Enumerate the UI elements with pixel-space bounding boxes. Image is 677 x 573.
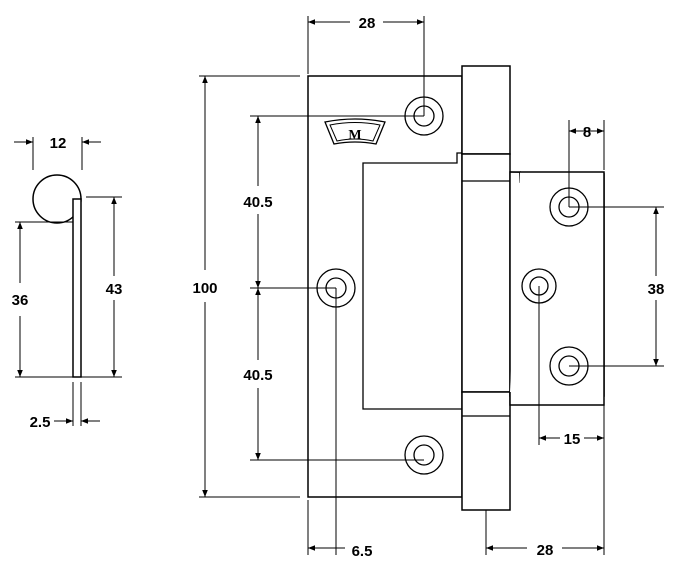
- dim-side-width: 12: [50, 135, 67, 152]
- dim-overall-height: 100: [192, 280, 217, 297]
- side-leaf: [72, 198, 82, 378]
- dim-edge-hole-offset: 6.5: [352, 543, 373, 560]
- dim-top-hole-offset: 28: [359, 15, 376, 32]
- logo-letter: M: [348, 128, 361, 143]
- leaf-cutout: [362, 152, 462, 410]
- dim-side-pin-height: 36: [12, 292, 29, 309]
- dim-side-thickness: 2.5: [30, 414, 51, 431]
- dim-lower-spacing: 40.5: [243, 367, 272, 384]
- dim-side-total-height: 43: [106, 281, 123, 298]
- dim-right-hole-offset: 8: [583, 124, 591, 141]
- dim-bottom-leaf-width: 28: [537, 542, 554, 559]
- dim-right-hole-spacing: 38: [648, 281, 665, 298]
- front-dimensions: 100 40.5 40.5 28 6.5 28 8 38 15: [192, 15, 664, 560]
- dim-upper-spacing: 40.5: [243, 194, 272, 211]
- front-view: M: [307, 65, 605, 511]
- knuckle-middle: [461, 153, 511, 393]
- knuckle-bottom: [461, 391, 511, 511]
- knuckle-top: [461, 65, 511, 155]
- left-leaf: [307, 75, 463, 498]
- side-view: 12 36 43 2.5: [12, 135, 123, 431]
- logo-badge: M: [324, 118, 386, 145]
- screw-hole-bottom: [404, 435, 444, 475]
- dim-right-center-offset: 15: [564, 431, 581, 448]
